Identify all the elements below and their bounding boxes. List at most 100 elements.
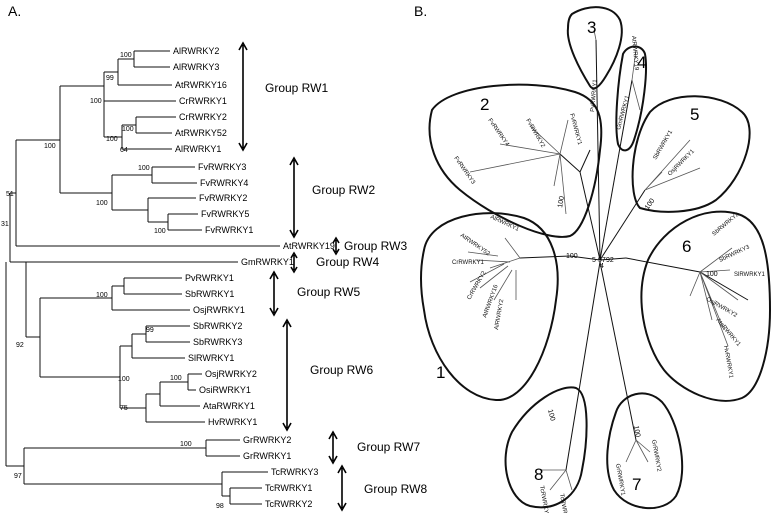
taxon-label: OsiRWRKY1 [199, 385, 251, 395]
tree-a-branches [5, 50, 280, 505]
taxon-label: AlRWRKY1 [175, 144, 221, 154]
tree-b-branches [467, 29, 749, 491]
taxon-label: TcRWRKY3 [271, 467, 318, 477]
group-rw8-arrow [337, 464, 347, 512]
taxon-label: SbRWRKY3 [718, 244, 751, 264]
bootstrap-value: 31 [1, 221, 9, 228]
taxon-label: CrRWRKY2 [179, 112, 227, 122]
bootstrap-value: 100 [90, 98, 102, 105]
cluster-4-outline [615, 45, 647, 152]
bootstrap-value: 100 [96, 292, 108, 299]
taxon-label: OsjRWRKY2 [705, 297, 739, 320]
taxon-label: GrRWRKY2 [650, 439, 662, 472]
bootstrap-value: 100 [138, 165, 150, 172]
bootstrap-value: 98 [216, 503, 224, 510]
group-rw5-label: Group RW5 [297, 285, 360, 299]
taxon-label: OsjRWRKY1 [667, 148, 696, 177]
cluster-number: 4 [637, 53, 646, 72]
taxon-label: AlRWRKY3 [173, 62, 219, 72]
taxon-label: SlRWRKY1 [734, 272, 766, 278]
taxon-label: FvRWRKY4 [486, 118, 510, 148]
cluster-8-outline [504, 386, 588, 509]
bootstrap-value: 51 [6, 191, 14, 198]
taxon-label: GrRWRKY1 [243, 451, 291, 461]
tree-b-clusters [420, 6, 772, 509]
group-rw7-arrow [328, 430, 338, 465]
node-support-value: 92 [606, 257, 614, 264]
taxon-label: HvRWRKY1 [208, 417, 257, 427]
group-rw8-label: Group RW8 [364, 482, 427, 496]
cluster-number: 1 [436, 363, 445, 382]
bootstrap-value: 100 [122, 126, 134, 133]
group-rw1-label: Group RW1 [265, 81, 328, 95]
taxon-label: PvRWRKY1 [590, 79, 599, 113]
group-rw4-arrow [290, 251, 298, 274]
node-support-value: 100 [546, 409, 556, 422]
taxon-label: AtaRWRKY1 [714, 317, 741, 348]
taxon-label: CrRWRKY1 [452, 260, 485, 266]
bootstrap-value: 100 [44, 143, 56, 150]
cluster-number: 2 [480, 95, 489, 114]
taxon-label: FvRWRKY4 [200, 178, 248, 188]
taxon-label: FvRWRKY5 [201, 209, 249, 219]
group-rw5-arrow [269, 270, 279, 317]
taxon-label: SbRWRKY2 [193, 321, 242, 331]
node-support-value: 100 [632, 425, 641, 438]
group-rw3-arrow [332, 236, 340, 256]
node-support-value: 100 [706, 271, 718, 278]
group-rw6-label: Group RW6 [310, 363, 373, 377]
taxon-label: GmRWRKY1 [241, 257, 294, 267]
tree-a-group-markers: Group RW1 Group RW2 Group RW3 Group RW4 … [238, 41, 427, 512]
group-rw2-label: Group RW2 [312, 183, 375, 197]
taxon-label: OsjRWRKY2 [205, 369, 257, 379]
taxon-label: SbRWRKY3 [193, 337, 242, 347]
panel-a-label: A. [8, 3, 21, 19]
panel-b-label: B. [414, 3, 427, 19]
taxon-label: AlRWRKY2 [173, 46, 219, 56]
cluster-number: 5 [690, 105, 699, 124]
taxon-label: HvRWRKY1 [722, 345, 734, 379]
cluster-number: 8 [534, 465, 543, 484]
cluster-3-outline [566, 6, 623, 90]
taxon-label: FvRWRKY1 [205, 225, 253, 235]
taxon-label: CrRWRKY1 [179, 96, 227, 106]
node-support-value: 100 [557, 196, 566, 209]
group-rw7-label: Group RW7 [357, 440, 420, 454]
bootstrap-value: 92 [16, 342, 24, 349]
group-rw1-arrow [238, 41, 248, 152]
group-rw2-arrow [289, 156, 299, 239]
cluster-number: 6 [682, 237, 691, 256]
cluster-5-outline [631, 95, 751, 213]
bootstrap-value: 99 [106, 75, 114, 82]
taxon-label: AlRWRKY2 [494, 298, 505, 330]
tree-a-taxa: AlRWRKY2 AlRWRKY3 AtRWRKY16 CrRWRKY1 CrR… [173, 46, 335, 509]
taxon-label: AtaRWRKY1 [203, 401, 255, 411]
group-rw4-label: Group RW4 [316, 255, 379, 269]
cluster-number: 7 [632, 475, 641, 494]
taxon-label: FvRWRKY2 [199, 193, 247, 203]
taxon-label: PvRWRKY1 [185, 273, 234, 283]
bootstrap-value: 100 [180, 441, 192, 448]
taxon-label: GrRWRKY1 [614, 463, 626, 496]
bootstrap-value: 100 [170, 375, 182, 382]
taxon-label: TcRWRKY1 [265, 483, 312, 493]
taxon-label: SbRWRKY1 [653, 129, 675, 161]
bootstrap-value: 100 [96, 200, 108, 207]
taxon-label: AtRWRKY19 [630, 36, 639, 72]
taxon-label: SbRWRKY2 [711, 211, 741, 237]
cluster-2-outline [428, 83, 603, 238]
taxon-label: OsjRWRKY1 [193, 305, 245, 315]
taxon-label: CrRWRKY2 [467, 270, 488, 301]
bootstrap-value: 100 [106, 136, 118, 143]
bootstrap-value: 64 [120, 147, 128, 154]
tree-a-bootstrap: 100 99 100 100 64 100 100 100 100 51 31 … [1, 52, 224, 510]
cluster-1-outline [420, 212, 559, 402]
group-rw6-arrow [282, 318, 292, 432]
taxon-label: FvRWRKY3 [198, 162, 246, 172]
bootstrap-value: 99 [146, 327, 154, 334]
node-support-value: 97 [598, 257, 606, 264]
taxon-label: FvRWRKY2 [524, 118, 546, 149]
taxon-label: SbRWRKY1 [185, 289, 234, 299]
bootstrap-value: 100 [118, 376, 130, 383]
